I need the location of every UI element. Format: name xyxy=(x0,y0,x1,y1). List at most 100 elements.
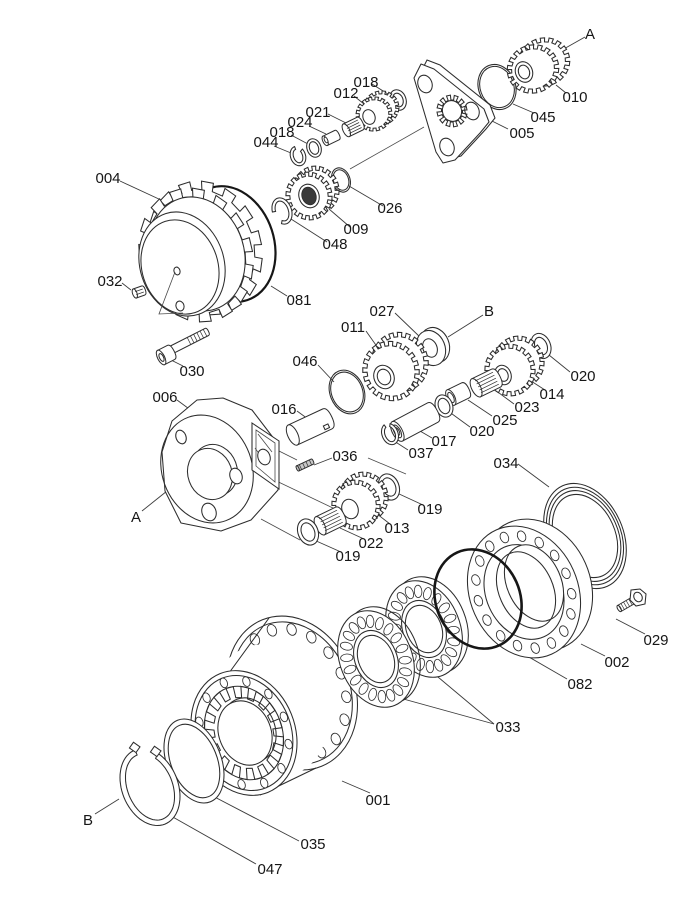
leader-029 xyxy=(615,618,646,635)
callout-035: 035 xyxy=(300,836,325,853)
leader-ref-b-top xyxy=(447,314,484,338)
callout-002: 002 xyxy=(604,654,629,671)
leader-022 xyxy=(339,527,365,540)
callout-004: 004 xyxy=(95,170,120,187)
bushing-021 xyxy=(341,116,365,138)
leader-ref-a-bottom xyxy=(141,490,168,512)
leader-019a xyxy=(396,492,424,506)
carrier-006-hole-3 xyxy=(229,467,243,485)
gear-010 xyxy=(506,37,571,94)
bolt-029-hex-head xyxy=(629,588,647,607)
callout-ref-a-top: A xyxy=(585,26,595,43)
leader-024 xyxy=(308,125,327,135)
bearing-033-a xyxy=(337,606,421,708)
oring-046 xyxy=(328,369,366,415)
carrier-006 xyxy=(160,397,280,532)
callout-032: 032 xyxy=(97,273,122,290)
bolt-029 xyxy=(616,588,647,613)
gear-009 xyxy=(285,165,340,221)
leader-035 xyxy=(204,791,300,842)
callout-012: 012 xyxy=(333,85,358,102)
carrier-006-hole-2 xyxy=(201,502,217,522)
snap-ring-048 xyxy=(271,197,293,225)
callout-025: 025 xyxy=(492,412,517,429)
axis-line-corridor-3 xyxy=(260,518,301,541)
callout-036: 036 xyxy=(332,448,357,465)
snap-ring-047-ear-2 xyxy=(149,745,162,758)
gear-013 xyxy=(331,471,389,531)
callout-030: 030 xyxy=(179,363,204,380)
callout-018-b: 018 xyxy=(269,124,294,141)
carrier-006-hole-1 xyxy=(175,429,187,445)
leader-013 xyxy=(376,513,391,525)
leader-047 xyxy=(170,815,257,865)
leader-021 xyxy=(327,113,347,124)
pin-036-hatch xyxy=(298,459,312,470)
bushing-022-splines xyxy=(319,509,343,532)
callout-029: 029 xyxy=(643,632,668,649)
leader-012 xyxy=(353,95,365,105)
leader-004 xyxy=(119,180,162,201)
bearing-033-a-rollers xyxy=(339,614,413,704)
snap-ring-047 xyxy=(119,741,181,827)
callout-020-b: 020 xyxy=(469,423,494,440)
callout-ref-b-bottom: B xyxy=(83,812,93,829)
leader-020a xyxy=(548,354,571,373)
leader-026 xyxy=(348,185,384,207)
gear-012 xyxy=(355,90,400,132)
bushing-021-splines xyxy=(345,119,362,134)
snap-ring-044 xyxy=(289,145,307,167)
carrier-plate-005 xyxy=(413,59,496,164)
leader-019b xyxy=(313,539,342,553)
gear-011 xyxy=(362,331,429,402)
callout-081: 081 xyxy=(286,292,311,309)
leader-048 xyxy=(290,218,328,243)
snap-ring-037 xyxy=(380,423,400,446)
leader-025 xyxy=(467,399,493,417)
leader-002 xyxy=(580,643,606,657)
pin-024 xyxy=(321,129,341,147)
cover-004 xyxy=(138,180,263,323)
bushing-025 xyxy=(445,382,472,406)
axis-line-carrier005-to-026 xyxy=(349,126,425,170)
bearing-033-b-rollers xyxy=(387,584,461,674)
callout-019-a: 019 xyxy=(417,501,442,518)
oring-082 xyxy=(433,548,523,650)
hub-002-bolt-holes xyxy=(471,530,577,654)
callout-027: 027 xyxy=(369,303,394,320)
carrier-005-spline-bore xyxy=(436,94,468,128)
callout-047: 047 xyxy=(257,861,282,878)
washer-019-b xyxy=(296,518,320,546)
callout-033: 033 xyxy=(495,719,520,736)
callout-034: 034 xyxy=(493,455,518,472)
leader-046 xyxy=(317,364,335,383)
callout-020-a: 020 xyxy=(570,368,595,385)
leader-032 xyxy=(121,282,132,291)
leader-036 xyxy=(313,457,333,466)
callout-010: 010 xyxy=(562,89,587,106)
callout-011: 011 xyxy=(341,319,365,336)
leader-ref-b-bottom xyxy=(94,798,120,815)
callout-048: 048 xyxy=(322,236,347,253)
callout-082: 082 xyxy=(567,676,592,693)
leader-044 xyxy=(273,145,292,154)
cover-004-hole-2 xyxy=(175,300,185,312)
bushing-023-splines xyxy=(475,371,499,394)
bolt-030 xyxy=(155,327,210,366)
cover-004-mark xyxy=(158,271,184,315)
bolt-030-threads xyxy=(186,329,208,345)
callout-046: 046 xyxy=(292,353,317,370)
bolt-029-threads xyxy=(617,598,633,612)
callout-023: 023 xyxy=(514,399,539,416)
carrier-006-pin-hole xyxy=(257,448,271,466)
pin-016-tab xyxy=(322,423,331,431)
leader-014 xyxy=(530,380,546,391)
callout-019-b: 019 xyxy=(335,548,360,565)
leader-017 xyxy=(419,430,433,439)
leader-033-fork-1 xyxy=(431,671,495,725)
callout-021: 021 xyxy=(305,104,330,121)
callout-024: 024 xyxy=(287,114,312,131)
callout-037: 037 xyxy=(408,445,433,462)
